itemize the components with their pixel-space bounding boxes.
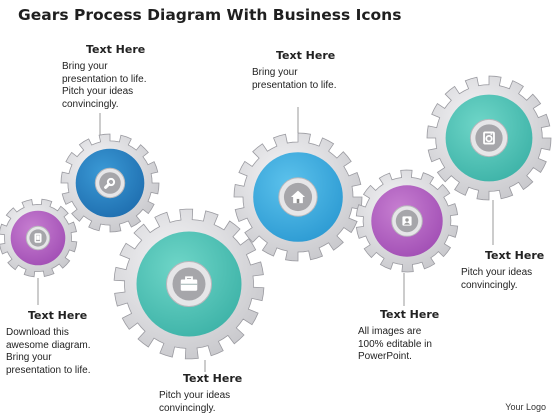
gear-user <box>355 169 459 273</box>
gear-magnifier <box>60 133 160 233</box>
label-text-line: 100% editable in <box>358 338 432 350</box>
label-text-line: Pitch your ideas <box>62 86 134 97</box>
label-text-line: presentation to life. <box>252 79 337 91</box>
label-text-line: awesome diagram. <box>6 339 91 351</box>
label-title: Text Here <box>86 43 146 56</box>
label-text-line: Pitch your ideas <box>461 267 533 278</box>
label-text-line: Download this <box>6 327 69 338</box>
label-text-line: convincingly. <box>62 98 119 110</box>
label-title: Text Here <box>485 249 545 262</box>
label-text-line: presentation to life. <box>6 364 91 376</box>
gear-hub-center <box>99 172 121 194</box>
label-text-line: Pitch your ideas <box>159 390 231 401</box>
label-text-line: Bring your <box>62 61 108 72</box>
label-gear-camera: Text Here Pitch your ideas convincingly. <box>461 249 544 292</box>
camera-icon <box>483 131 495 145</box>
label-title: Text Here <box>276 49 336 62</box>
label-text-line: Bring your <box>6 352 52 363</box>
tablet-icon <box>34 233 42 243</box>
label-text-line: presentation to life. <box>62 73 147 85</box>
gear-camera <box>426 75 552 201</box>
gear-briefcase <box>113 208 265 360</box>
gear-hub-center <box>475 124 503 152</box>
label-title: Text Here <box>28 309 88 322</box>
label-text-line: All images are <box>358 326 422 337</box>
magnifier-icon <box>104 177 116 189</box>
gear-tablet <box>0 198 78 278</box>
page-title: Gears Process Diagram With Business Icon… <box>18 6 402 24</box>
label-text-line: convincingly. <box>461 279 518 291</box>
label-title: Text Here <box>183 372 243 385</box>
label-gear-tablet: Text Here Download this awesome diagram.… <box>6 309 91 377</box>
briefcase-icon <box>180 276 198 291</box>
label-gear-user: Text Here All images are 100% editable i… <box>358 308 439 364</box>
user-icon <box>402 216 412 226</box>
label-gear-briefcase: Text Here Pitch your ideas convincingly. <box>159 372 242 415</box>
gear-home <box>233 132 363 262</box>
label-gear-magnifier: Text Here Bring your presentation to lif… <box>62 43 147 111</box>
label-text-line: convincingly. <box>159 402 216 414</box>
footer-logo: Your Logo <box>505 402 546 412</box>
label-text-line: PowerPoint. <box>358 351 412 362</box>
label-text-line: Bring your <box>252 67 298 78</box>
label-title: Text Here <box>380 308 440 321</box>
label-gear-home: Text Here Bring your presentation to lif… <box>252 49 337 92</box>
home-icon <box>290 190 306 204</box>
